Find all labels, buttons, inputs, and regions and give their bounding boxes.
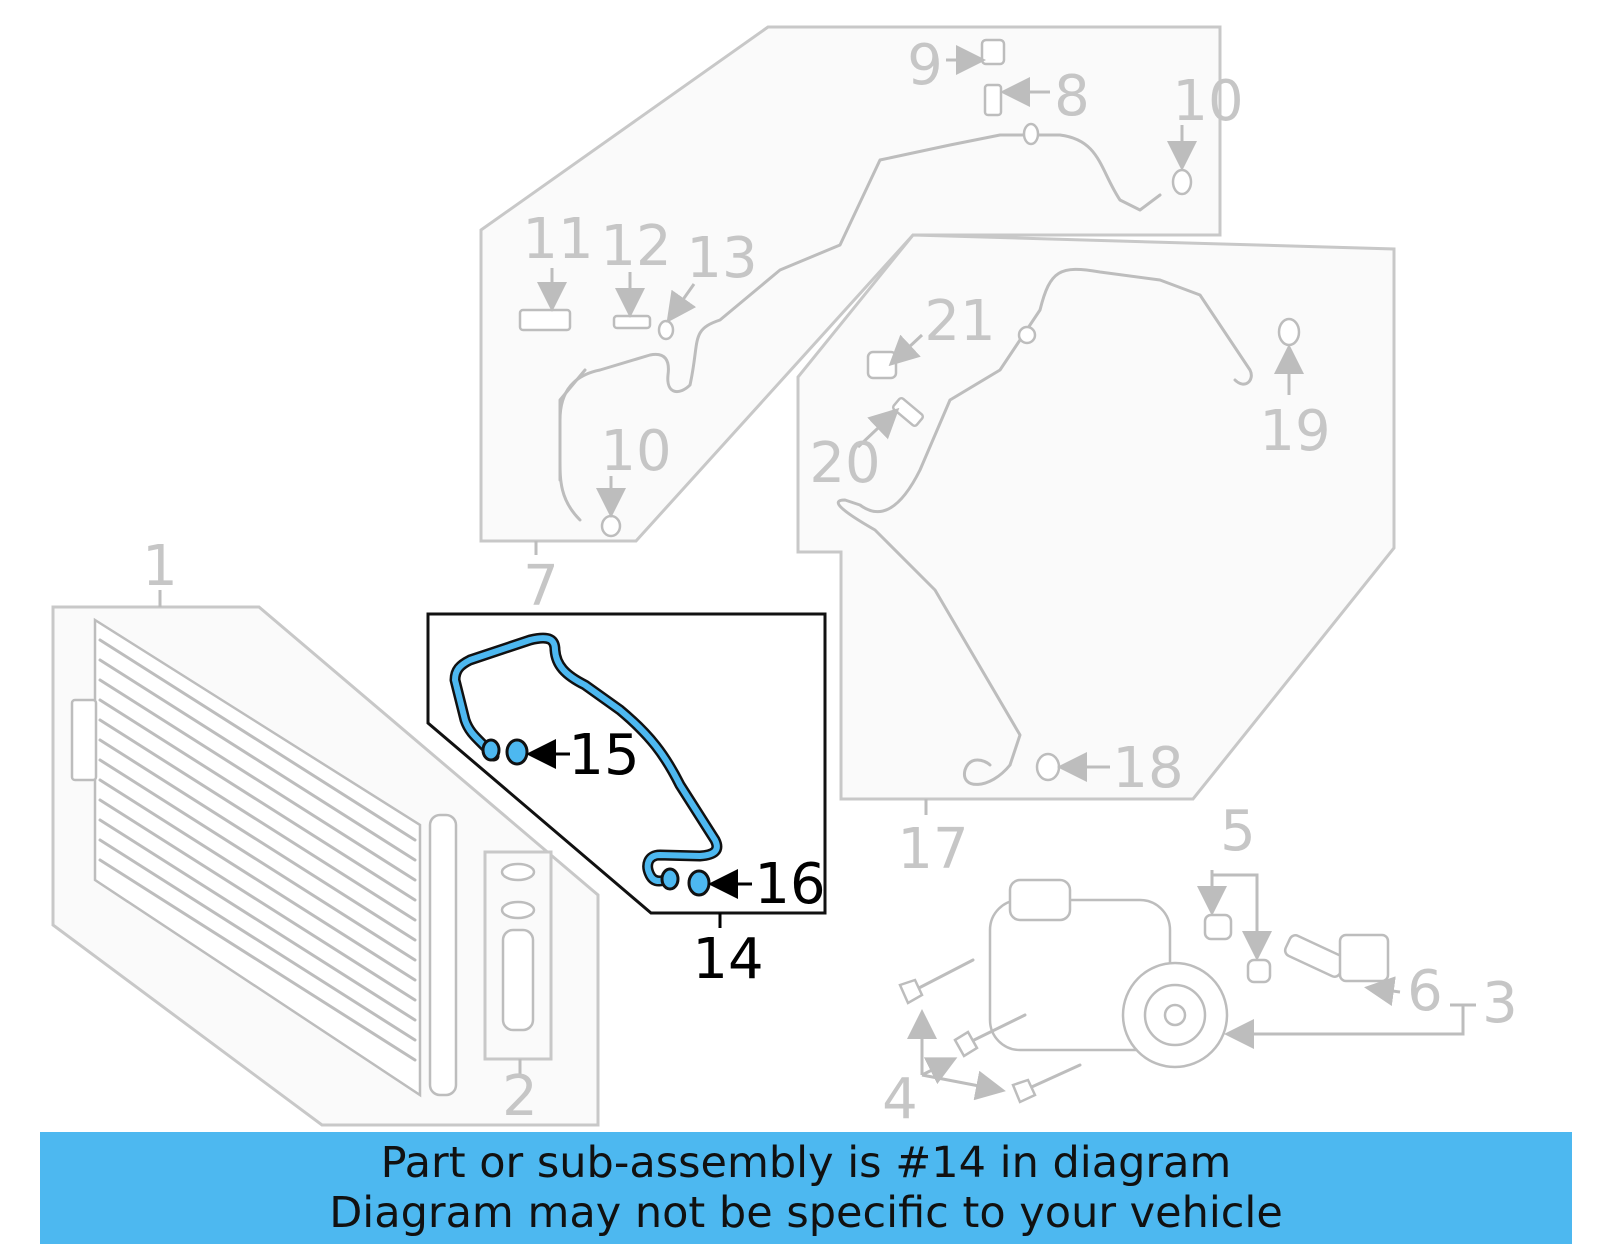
valve-core-8-icon: [983, 83, 1003, 117]
valve-6-icon: [1283, 933, 1390, 983]
valve-12-icon: [612, 314, 652, 330]
callout-21: 21: [924, 289, 995, 354]
callout-11: 11: [522, 207, 593, 272]
plug-5a-icon: [1203, 913, 1233, 941]
banner-line-part: Part or sub-assembly is #14 in diagram: [380, 1138, 1232, 1188]
o-ring-10-upper-icon: [1171, 168, 1193, 196]
panel-group-7: [479, 25, 1222, 555]
o-ring-16-icon: [687, 869, 711, 897]
callout-14: 14: [692, 927, 763, 992]
callout-5: 5: [1220, 799, 1256, 864]
callout-16: 16: [754, 852, 825, 917]
callout-15: 15: [568, 723, 639, 788]
compressor-icon: [988, 878, 1229, 1069]
o-ring-18-icon: [1035, 752, 1061, 782]
o-ring-10-lower-icon: [600, 514, 622, 538]
callout-12: 12: [600, 214, 671, 279]
callout-20: 20: [809, 431, 880, 496]
callout-8: 8: [1054, 64, 1090, 129]
callout-3: 3: [1482, 971, 1518, 1036]
valve-core-20-icon: [891, 396, 925, 428]
banner-line-disclaimer: Diagram may not be specific to your vehi…: [329, 1188, 1283, 1238]
drier-cartridge-icon: [501, 928, 535, 1032]
o-ring-15-icon: [505, 738, 529, 766]
callout-6: 6: [1407, 959, 1443, 1024]
callout-9: 9: [907, 33, 943, 98]
callout-7: 7: [523, 554, 559, 619]
o-ring-13-icon: [657, 319, 675, 341]
panel-group-17: [796, 233, 1396, 815]
callout-labels: 1 2 3 4 5 6 7 8 9 10 10 11 12 13 14 15 1…: [142, 33, 1518, 1132]
callout-18: 18: [1112, 736, 1183, 801]
callout-1: 1: [142, 534, 178, 599]
callout-4: 4: [882, 1067, 918, 1132]
condenser-icon: [70, 617, 458, 1098]
cap-9-icon: [980, 38, 1006, 66]
panel-group-1: [51, 590, 600, 1127]
info-banner: Part or sub-assembly is #14 in diagram D…: [40, 1132, 1572, 1244]
callout-13: 13: [686, 226, 757, 291]
bolts-4-icon: [898, 958, 1082, 1104]
sensor-11-icon: [518, 308, 572, 332]
callout-10-lower: 10: [600, 419, 671, 484]
cap-21-icon: [866, 350, 898, 380]
callout-10-upper: 10: [1172, 69, 1243, 134]
callout-2: 2: [502, 1064, 538, 1129]
plug-5b-icon: [1246, 958, 1272, 984]
panel-group-14: [426, 612, 827, 928]
compressor-group-3: [898, 870, 1476, 1104]
callout-17: 17: [897, 817, 968, 882]
callout-19: 19: [1259, 399, 1330, 464]
o-ring-19-icon: [1277, 317, 1301, 347]
